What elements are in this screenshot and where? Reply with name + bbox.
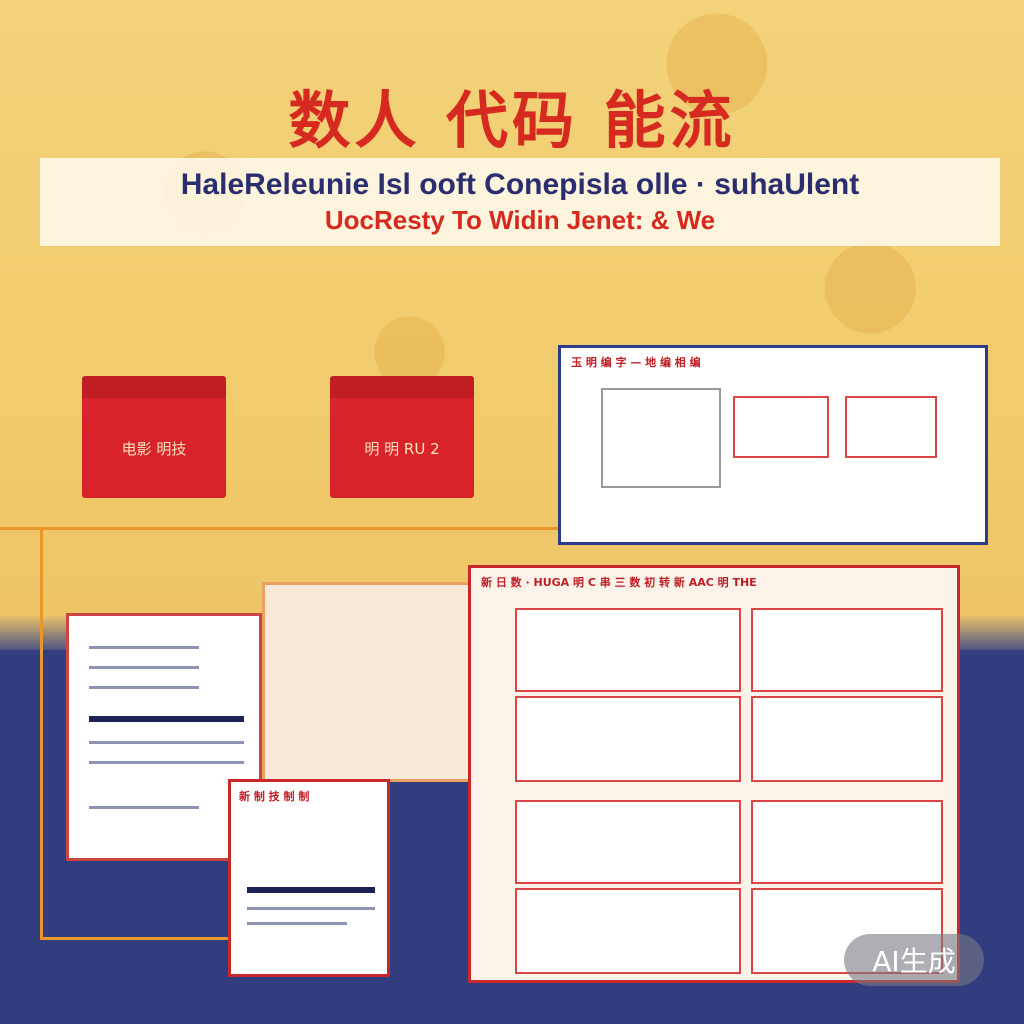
frame-line — [40, 530, 43, 940]
ai-generated-watermark: AI生成 — [844, 934, 984, 986]
red-envelope: 电影 明技 — [82, 376, 226, 498]
envelope-label: 明 明 RU 2 — [364, 439, 440, 458]
subtitle-banner — [40, 158, 1000, 246]
thumbnail — [515, 800, 741, 884]
panel-header: 新 日 数 · HUGA 明 C 串 三 数 初 转 新 AAC 明 THE — [481, 576, 757, 589]
thumbnail — [751, 608, 943, 692]
thumbnail — [515, 608, 741, 692]
panel-header: 玉 明 编 字 — 地 编 相 编 — [571, 356, 701, 369]
top-document-panel: 玉 明 编 字 — 地 编 相 编 — [558, 345, 988, 545]
envelope-label: 电影 明技 — [121, 439, 187, 458]
thumbnail — [515, 696, 741, 782]
small-document: 新 制 技 制 制 — [228, 779, 390, 977]
thumbnail — [751, 696, 943, 782]
map-document — [262, 582, 472, 782]
divider-line — [0, 527, 560, 530]
red-envelope: 明 明 RU 2 — [330, 376, 474, 498]
thumbnail — [751, 800, 943, 884]
thumbnail — [845, 396, 937, 458]
subtitle-secondary: UocResty To Widin Jenet: & We — [324, 205, 716, 235]
page-title: 数人 代码 能流 — [288, 84, 736, 157]
subtitle: HaleReleunie Isl ooft Conepisla olle · s… — [180, 168, 860, 201]
building-thumbnail — [601, 388, 721, 488]
thumbnail — [733, 396, 829, 458]
thumbnail — [515, 888, 741, 974]
frame-line — [40, 937, 270, 940]
panel-header: 新 制 技 制 制 — [239, 790, 310, 803]
main-document-panel: 新 日 数 · HUGA 明 C 串 三 数 初 转 新 AAC 明 THE — [468, 565, 960, 983]
